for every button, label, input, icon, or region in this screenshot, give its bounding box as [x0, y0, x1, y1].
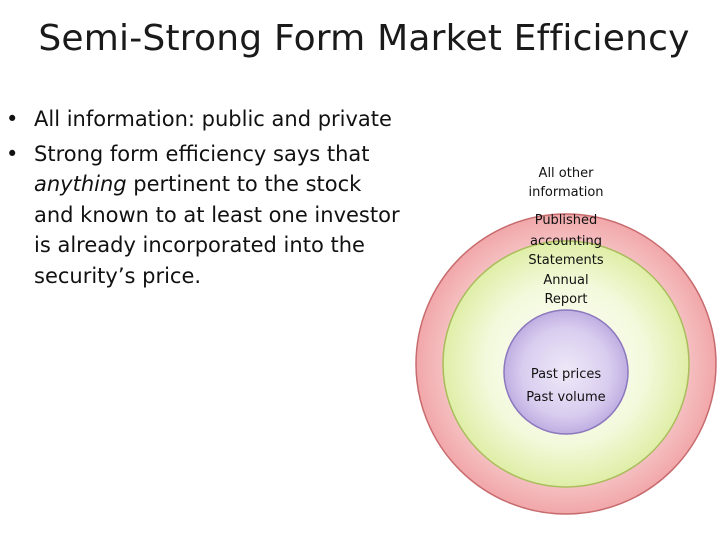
- middle-label-line: Report: [544, 292, 587, 307]
- bullet-text: pertinent to the stock and known to at l…: [34, 172, 400, 288]
- outer-label-line: information: [528, 185, 603, 200]
- bullet-text: Strong form efficiency says that: [34, 141, 370, 166]
- slide-title: Semi-Strong Form Market Efficiency: [38, 18, 690, 59]
- middle-label-line: Statements: [528, 253, 603, 268]
- outer-label-line: All other: [539, 166, 595, 181]
- bullet-list: • All information: public and private • …: [6, 104, 406, 296]
- middle-label-line: accounting: [530, 234, 602, 249]
- middle-label-line: Annual: [543, 273, 588, 288]
- inner-label-line: Past volume: [526, 390, 605, 405]
- bullet-emphasis: anything: [34, 172, 127, 197]
- inner-circle: [503, 309, 629, 435]
- inner-label-line: Past prices: [531, 367, 602, 382]
- bullet-item: • All information: public and private: [6, 104, 406, 135]
- bullet-item: • Strong form efficiency says that anyth…: [6, 139, 406, 292]
- bullet-dot-icon: •: [6, 141, 19, 166]
- bullet-dot-icon: •: [6, 107, 19, 131]
- bullet-text: All information: public and private: [34, 107, 392, 131]
- middle-label-line: Published: [535, 213, 598, 228]
